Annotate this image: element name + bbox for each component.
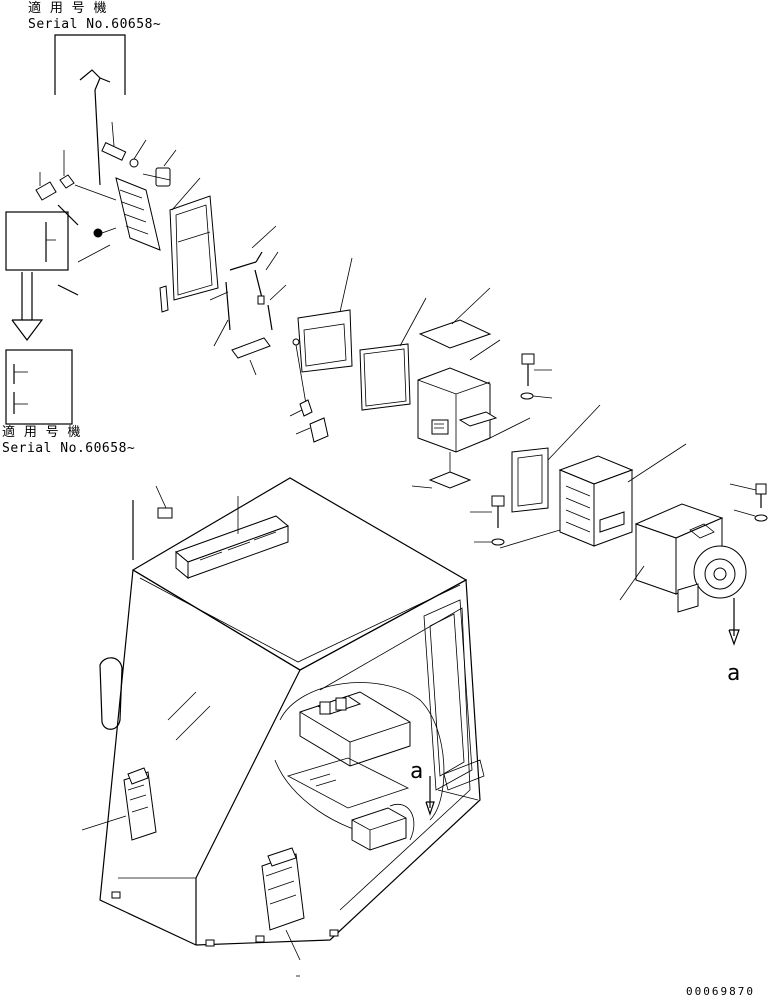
applicability-note-top-jp: 適 用 号 機 — [28, 1, 107, 16]
applicability-note-top-serial: Serial No.60658~ — [28, 17, 162, 32]
blower-unit — [619, 503, 747, 646]
small-pins-group — [213, 225, 287, 376]
applicability-note-mid-serial: Serial No.60658~ — [2, 441, 136, 456]
side-lamp-lower — [261, 847, 305, 977]
fastener-set-top — [35, 121, 177, 201]
heater-unit — [499, 443, 687, 549]
applicability-note-mid-jp: 適 用 号 機 — [2, 425, 81, 440]
side-lamp-left — [81, 767, 157, 841]
filter-pad — [359, 297, 427, 411]
detail-box-top — [54, 34, 126, 186]
vent-louver-panel — [289, 257, 353, 443]
bolt-washer-upper — [520, 353, 553, 400]
air-duct-box — [411, 287, 531, 489]
switch-panel-assembly — [57, 173, 229, 313]
bolt-washer-right — [729, 483, 768, 522]
figure-number: 00069870 — [686, 985, 755, 998]
gasket-frame — [511, 404, 601, 513]
cab-body — [99, 477, 485, 947]
reference-arrow-label: a — [727, 661, 741, 686]
roof-console — [155, 485, 289, 580]
detail-box-left — [5, 211, 73, 425]
bolt-washer-lower — [470, 495, 505, 546]
inner-reference-arrow-label: a — [410, 759, 424, 784]
